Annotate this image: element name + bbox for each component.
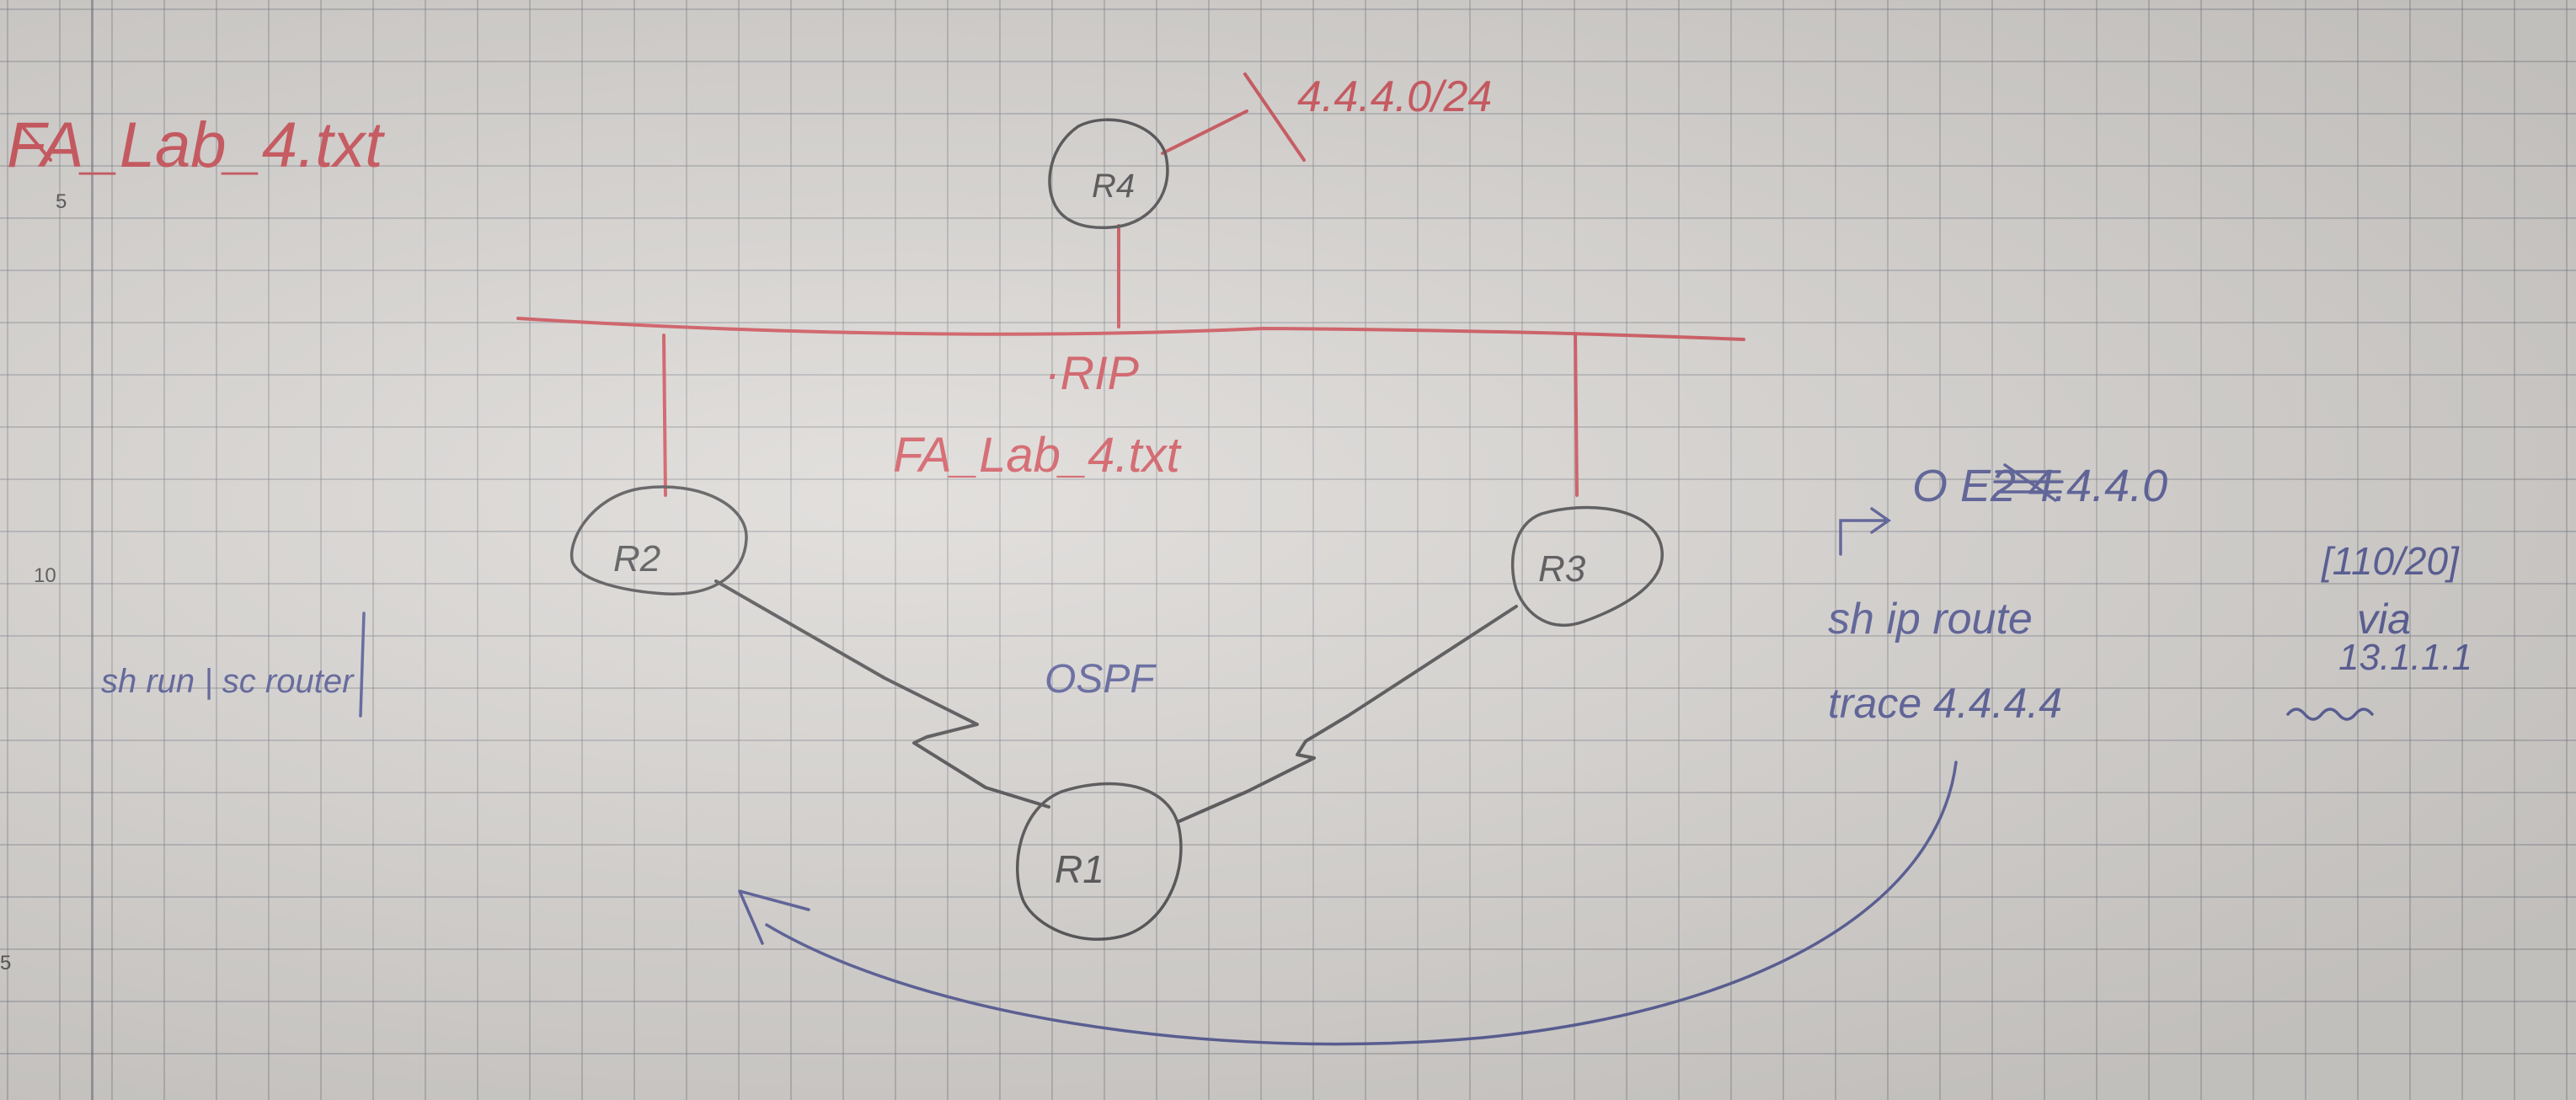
file-title-text: FA_Lab_4.txt xyxy=(7,109,385,181)
route-entry-text: O E2 4.4.4.0 xyxy=(1912,461,2167,511)
margin-line xyxy=(91,0,94,1100)
router-r1-shape xyxy=(1016,782,1183,941)
network-label-text: 4.4.4.0/24 xyxy=(1297,72,1492,121)
margin-number-15: 5 xyxy=(0,952,12,975)
title-underline-tail xyxy=(22,126,52,162)
r3-to-lan-link xyxy=(1574,332,1579,497)
router-r4-label: R4 xyxy=(1092,168,1135,205)
router-r3-shape xyxy=(1510,505,1664,627)
rip-lan-line xyxy=(516,317,1745,341)
show-run-text: sh run | sc router xyxy=(101,663,355,700)
trace-return-arrow xyxy=(765,761,1958,1046)
r2-to-lan-link xyxy=(662,334,667,497)
route-pointer-arrow xyxy=(1839,519,1887,556)
router-r2-shape xyxy=(570,485,748,595)
trace-squiggle xyxy=(2286,708,2374,721)
show-ip-route-text: sh ip route xyxy=(1828,595,2033,643)
r3-r1-serial-link xyxy=(1178,605,1518,823)
show-run-divider xyxy=(359,611,366,718)
route-pointer-head xyxy=(1870,507,1892,534)
router-r2-label: R2 xyxy=(613,538,660,579)
rip-label-text: ·RIP xyxy=(1045,346,1139,399)
trace-arrow-head xyxy=(738,889,810,945)
ospf-label-text: OSPF xyxy=(1045,657,1157,702)
margin-number-10: 10 xyxy=(34,564,56,587)
r4-network-stub xyxy=(1161,109,1248,155)
via-address-text: 13.1.1.1 xyxy=(2338,637,2472,678)
r2-r1-serial-link xyxy=(714,579,1050,809)
router-r3-label: R3 xyxy=(1538,548,1586,590)
via-text: via xyxy=(2357,595,2411,643)
router-r4-shape xyxy=(1048,118,1169,230)
network-stub-tick xyxy=(1243,72,1306,162)
crossed-out-scribble xyxy=(1993,463,2064,502)
rip-file-text: FA_Lab_4.txt xyxy=(893,428,1183,483)
router-r1-label: R1 xyxy=(1055,847,1104,891)
trace-text: trace 4.4.4.4 xyxy=(1828,680,2062,727)
route-metric-text: [110/20] xyxy=(2321,539,2460,583)
margin-number-5: 5 xyxy=(56,190,67,213)
